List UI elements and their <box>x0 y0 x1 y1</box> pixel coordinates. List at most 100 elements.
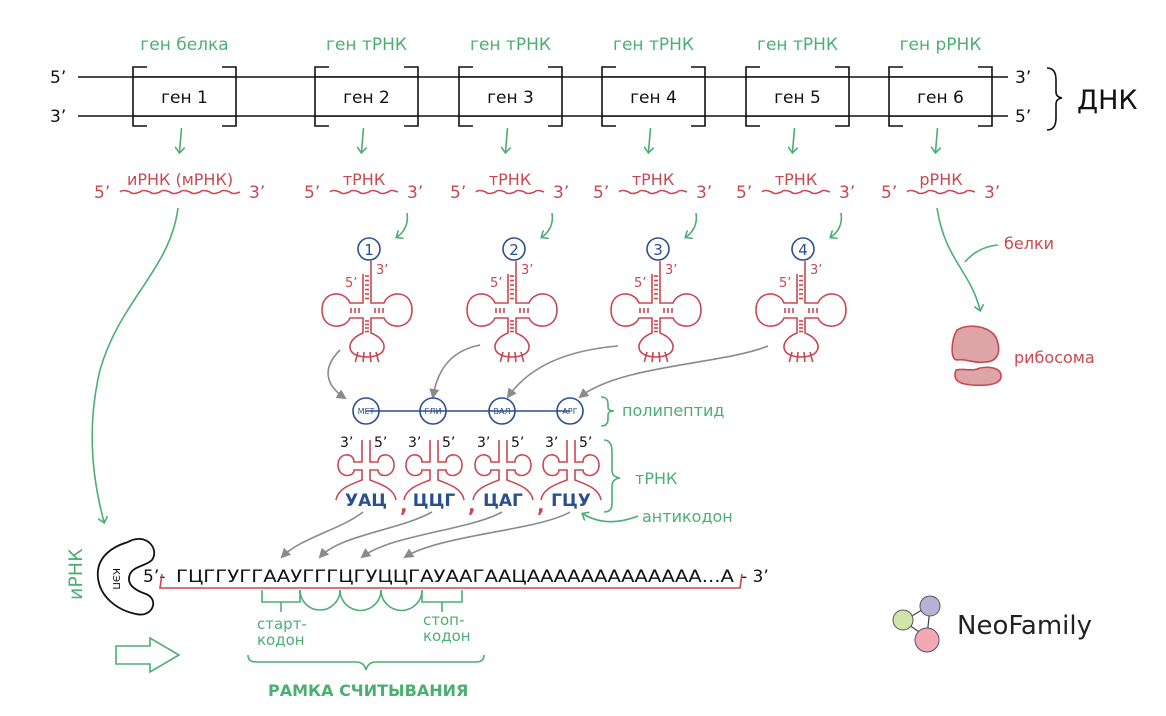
transcription-arrow <box>362 127 364 152</box>
transcript-five-end: 5’ <box>736 183 752 203</box>
gene-bracket-left <box>601 66 616 127</box>
mrna-to-translation-arrow <box>91 207 179 522</box>
codon-arrow-1 <box>280 511 364 559</box>
gene-name: ген 3 <box>487 88 534 108</box>
trna-row-item-1: 3’5’УАЦ, <box>335 435 408 517</box>
anticodon-to-codon-arrows <box>280 511 571 559</box>
mrna-three-end: - 3’ <box>741 567 769 587</box>
trna-row-right-half <box>437 440 465 501</box>
amino-acid-label: МЕТ <box>358 407 375 416</box>
codon-arc-2 <box>339 589 382 612</box>
ribosome-label: рибосома <box>1014 348 1095 367</box>
trna-number-badge <box>791 237 815 261</box>
trna-row-five-end: 5’ <box>579 435 592 451</box>
dna-brace <box>1046 67 1063 131</box>
rna-wave <box>119 189 241 195</box>
transcript-6: 5’3’рРНК <box>881 170 1000 203</box>
rrna-to-ribosome-arrow <box>936 207 980 310</box>
ribosome-large-subunit <box>951 325 1000 364</box>
gene-name: ген 6 <box>917 88 964 108</box>
trna-row: 3’5’УАЦ,3’5’ЦЦГ,3’5’ЦАГ,3’5’ГЦУ <box>335 435 602 517</box>
codon-arrow-4 <box>403 511 571 559</box>
logo-text: NeoFamily <box>957 611 1092 641</box>
start-codon-label-2: кодон <box>257 631 305 649</box>
gene-type-label: ген тРНК <box>757 35 838 55</box>
rna-wave <box>618 189 688 195</box>
mrna-five-end: 5’- <box>143 567 165 587</box>
trna-structure-3: 33’5’ <box>610 212 702 363</box>
trna-row-three-end: 3’ <box>477 435 490 451</box>
amino-acid-4 <box>556 397 584 425</box>
transcription-arrow <box>180 127 182 152</box>
trna-row-brace <box>603 439 621 513</box>
trna-row-right-half <box>369 440 397 501</box>
transcription-arrow <box>649 127 651 152</box>
dna-top-left-end: 5’ <box>50 68 66 88</box>
gene-bracket-right <box>548 66 563 127</box>
trna-row-three-end: 3’ <box>340 435 353 451</box>
folding-arrow <box>542 212 554 237</box>
trna-row-left-half <box>403 440 431 501</box>
transcript-5: 5’3’тРНК <box>736 170 855 203</box>
codon-arrow-2 <box>318 511 433 559</box>
gene-bracket-right <box>978 66 993 127</box>
trna-number-badge <box>357 237 381 261</box>
rna-wave <box>329 189 399 195</box>
gene-bracket-left <box>888 66 903 127</box>
transcript-label: тРНК <box>775 170 818 189</box>
folding-arrow <box>831 212 843 237</box>
anticodon-separator: , <box>537 493 545 517</box>
trna-five-end: 5’ <box>345 276 357 291</box>
dna-label: ДНК <box>1077 85 1138 116</box>
transcript-three-end: 3’ <box>407 183 423 203</box>
codon-arc-1 <box>299 589 341 611</box>
rna-wave <box>761 189 831 195</box>
transcript-three-end: 3’ <box>249 183 265 203</box>
trna-row-right-half <box>506 440 534 501</box>
gene-name: ген 5 <box>774 88 821 108</box>
gene-bracket-right <box>691 66 706 127</box>
mrna: иРНК КЭП 5’- ГЦГГУГГААУГГГЦГУЦЦГАУААГААЦ… <box>65 538 769 616</box>
translation-direction-arrow-icon <box>115 636 181 674</box>
amino-acid-2 <box>419 397 447 425</box>
transcript-label: тРНК <box>632 170 675 189</box>
transcript-three-end: 3’ <box>984 183 1000 203</box>
trna-row-right-half <box>574 440 602 501</box>
amino-acid-1 <box>352 397 380 425</box>
trna-structure-1: 13’5’ <box>321 212 413 363</box>
stop-codon-label-2: кодон <box>423 627 471 645</box>
transcript-five-end: 5’ <box>593 183 609 203</box>
dna-bottom-right-end: 5’ <box>1015 107 1031 127</box>
logo-purple-dot-icon <box>919 595 941 617</box>
trna-number: 4 <box>798 241 808 259</box>
start-codon-bracket <box>261 590 301 603</box>
trna-three-end: 3’ <box>521 263 533 278</box>
codon-markers: старт- кодон стоп- кодон РАМКА СЧИТЫВАНИ… <box>247 589 485 700</box>
trna-number-badge <box>502 237 526 261</box>
gene-bracket-left <box>745 66 760 127</box>
gene-type-label: ген тРНК <box>326 35 407 55</box>
transcript-list: 5’3’иРНК (мРНК)5’3’тРНК5’3’тРНК5’3’тРНК5… <box>94 170 1000 203</box>
transcript-2: 5’3’тРНК <box>304 170 423 203</box>
trna-structure-list: 13’5’23’5’33’5’43’5’ <box>321 212 847 363</box>
anticodon-separator: , <box>400 493 408 517</box>
gray-arrow-1 <box>327 349 347 400</box>
trna-number-badge <box>646 237 670 261</box>
trna-three-end: 3’ <box>376 263 388 278</box>
trna-row-three-end: 3’ <box>545 435 558 451</box>
gene-bracket-left <box>458 66 473 127</box>
dna-bottom-left-end: 3’ <box>50 107 66 127</box>
trna-three-end: 3’ <box>665 263 677 278</box>
transcript-three-end: 3’ <box>696 183 712 203</box>
transcript-label: тРНК <box>343 170 386 189</box>
transcript-three-end: 3’ <box>553 183 569 203</box>
reading-frame-label: РАМКА СЧИТЫВАНИЯ <box>268 681 468 700</box>
mrna-side-label: иРНК <box>65 548 87 600</box>
gene-bracket-left <box>132 66 147 127</box>
gene-5: ген тРНК ген 5 <box>745 35 850 152</box>
trna-number: 3 <box>653 241 663 259</box>
trna-row-five-end: 5’ <box>374 435 387 451</box>
trna-row-left-half <box>540 440 568 501</box>
